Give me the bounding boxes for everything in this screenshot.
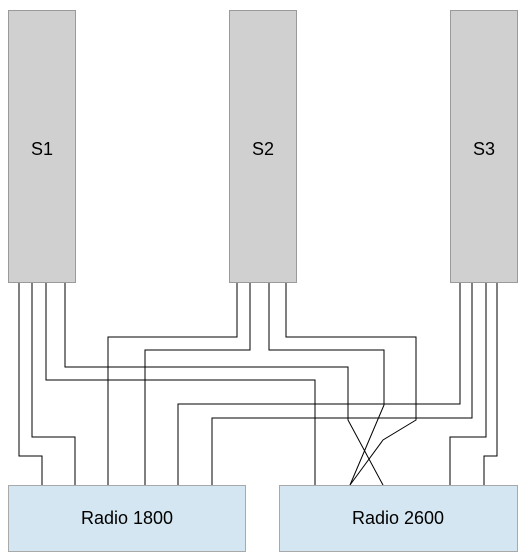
wire-s2-radio1800-c	[107, 283, 238, 485]
radio-2600: Radio 2600	[279, 485, 518, 552]
server-s2-label: S2	[252, 139, 274, 159]
wires-group	[18, 283, 498, 486]
wire-s2-radio1800-d	[144, 283, 251, 485]
server-s1-box	[8, 10, 76, 283]
server-s1-label: S1	[31, 139, 53, 159]
wire-s2-radio2600-c	[268, 283, 385, 486]
radio-1800: Radio 1800	[8, 485, 246, 552]
wire-s1-radio2600-b	[64, 283, 384, 486]
wire-s1-radio1800-b	[31, 283, 76, 485]
wire-s3-radio2600-e	[449, 283, 487, 485]
wire-s1-radio2600-a	[45, 283, 316, 485]
radio-1800-label: Radio 1800	[81, 508, 173, 528]
wire-s1-radio1800-a	[18, 283, 43, 485]
radio-2600-label: Radio 2600	[352, 508, 444, 528]
server-s1: S1	[8, 10, 76, 283]
server-s3: S3	[450, 10, 518, 283]
wire-s3-radio2600-f	[483, 283, 498, 485]
wire-s3-radio1800-e	[177, 283, 461, 485]
wire-s3-radio1800-f	[211, 283, 473, 485]
server-s3-box	[450, 10, 518, 283]
server-s2-box	[229, 10, 297, 283]
server-s3-label: S3	[473, 139, 495, 159]
server-s2: S2	[229, 10, 297, 283]
wire-s2-radio2600-d	[285, 283, 417, 486]
radio-1800-box	[8, 485, 246, 552]
radio-2600-box	[279, 485, 518, 552]
